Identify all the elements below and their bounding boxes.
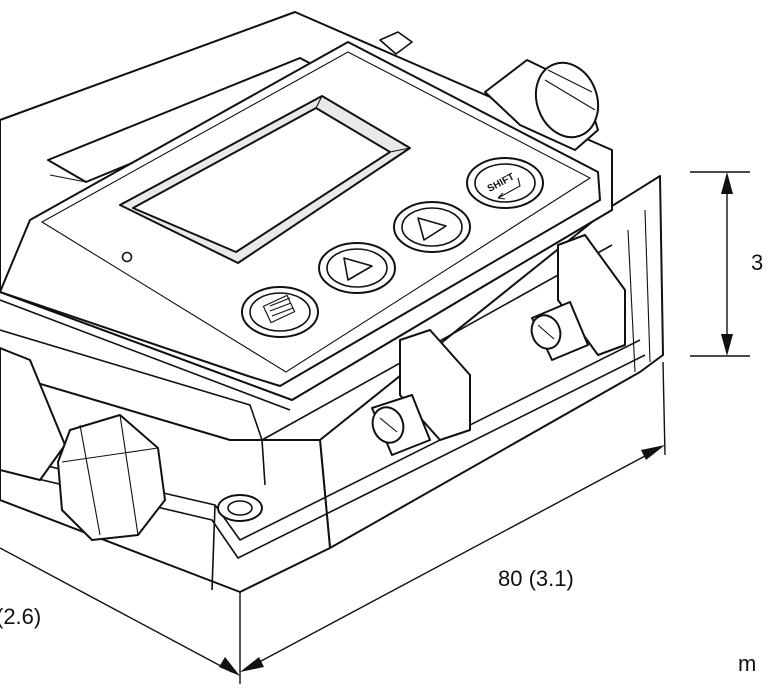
menu-button[interactable] (241, 286, 319, 338)
rear-latch (530, 234, 626, 361)
menu-icon (262, 294, 296, 324)
height-dimension-label: 3 (751, 250, 764, 275)
rear-screw (379, 31, 413, 55)
width-dimension-label: 80 (3.1) (498, 566, 574, 591)
rear-cable-gland (379, 31, 600, 151)
mounting-hole (217, 494, 263, 522)
front-cable-gland (0, 347, 166, 541)
triangle-right-icon (343, 257, 373, 281)
display-window (119, 95, 411, 264)
width-dimension (239, 361, 666, 684)
front-latch (371, 329, 471, 456)
unit-label: m (738, 651, 757, 676)
depth-dimension-label: (2.6) (0, 604, 42, 629)
shift-enter-button[interactable]: SHIFT (466, 157, 544, 209)
height-dimension (690, 171, 750, 357)
depth-dimension (0, 547, 240, 676)
triangle-down-icon (417, 217, 447, 241)
status-led (121, 251, 133, 263)
down-arrow-button[interactable] (393, 201, 471, 253)
right-arrow-button[interactable] (318, 242, 396, 294)
